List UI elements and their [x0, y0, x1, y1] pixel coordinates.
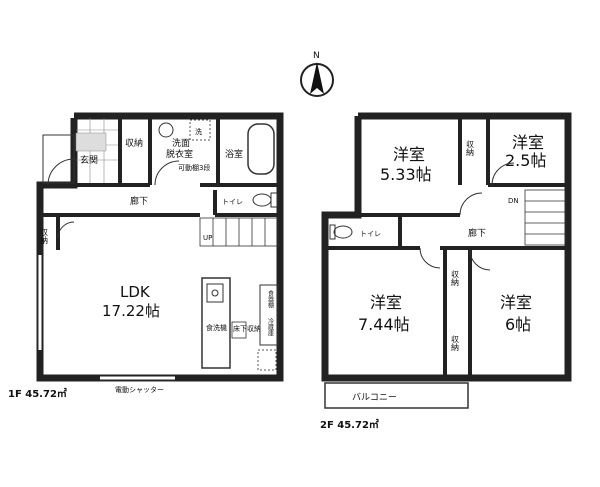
- genkan-label: 玄関: [80, 154, 98, 166]
- floor1-area-label: 1F 45.72㎡: [8, 387, 67, 400]
- room4-size-label: 6帖: [505, 315, 531, 334]
- ref-dotted-icon: [257, 349, 277, 371]
- sentaku-label: 洗: [195, 127, 202, 136]
- toilet-icon-1f: [252, 193, 272, 207]
- room4-door-swing: [469, 249, 491, 271]
- balcony-label: バルコニー: [352, 392, 397, 403]
- senmen-sink-icon: [158, 122, 174, 138]
- compass: N: [300, 51, 334, 97]
- f1-outer-wall: [36, 112, 284, 382]
- compass-north-label: N: [313, 51, 320, 61]
- room3-size-label: 7.44帖: [358, 315, 410, 334]
- shuno-c-label: 収納: [451, 334, 460, 352]
- toilet-label-1f: トイレ: [222, 198, 243, 206]
- floor-1: 玄関 収納 洗 洗面 脱衣室 可動棚3段 浴室 廊下 トイレ 収納: [8, 112, 284, 400]
- ldk-size-label: 17.22帖: [102, 302, 160, 320]
- kitchen-note-label: 床下収納: [233, 324, 261, 333]
- room1-size-label: 5.33帖: [380, 165, 432, 184]
- senmen-door-swing: [154, 160, 180, 186]
- kadoudana-label: 可動棚3段: [178, 163, 210, 172]
- floor-2: 洋室 5.33帖 収納 洋室 2.5帖 DN トイレ 廊下 洋室 7.44帖 収…: [320, 112, 572, 431]
- stairs-2f: [524, 189, 566, 246]
- room3-door-swing: [419, 247, 441, 269]
- rouka-label-1f: 廊下: [130, 195, 148, 207]
- bathtub-icon: [247, 123, 275, 175]
- yokushitsu-label: 浴室: [225, 148, 243, 160]
- room1-name-label: 洋室: [393, 145, 425, 164]
- shuno-a-label: 収納: [466, 139, 475, 157]
- room4-name-label: 洋室: [500, 293, 532, 312]
- senmen-label-1: 洗面: [172, 137, 190, 149]
- rouka-label-2f: 廊下: [468, 227, 486, 239]
- room3-name-label: 洋室: [370, 293, 402, 312]
- toilet-tank-1f: [270, 192, 278, 208]
- shuno-ldk-label: 収納: [40, 227, 49, 245]
- shutter-label: 電動シャッター: [115, 385, 164, 394]
- room1-door-swing: [459, 192, 483, 216]
- room2-name-label: 洋室: [512, 133, 544, 152]
- shuno-ldk-door: [57, 221, 75, 239]
- floor2-area-label: 2F 45.72㎡: [320, 418, 379, 431]
- room2-door-swing: [491, 162, 515, 186]
- ldk-name-label: LDK: [120, 283, 151, 301]
- shuno-entry-label: 収納: [125, 137, 143, 149]
- toilet-icon-2f: [333, 225, 353, 239]
- kitchen-sink-icon: [206, 283, 224, 303]
- shokusen-label: 食洗機: [206, 323, 227, 332]
- genkan-shoebox: [75, 132, 107, 152]
- up-label: UP: [203, 234, 212, 242]
- stairs-1f: [199, 217, 279, 247]
- shokki-label: 食器棚: [267, 289, 274, 309]
- yuka-shuno-box: [231, 321, 247, 339]
- shokki-cabinet: [259, 284, 279, 346]
- ref-label: 冷蔵庫: [267, 317, 274, 337]
- balcony: [324, 382, 469, 409]
- room2-size-label: 2.5帖: [505, 151, 546, 170]
- dn-label: DN: [508, 197, 519, 205]
- washer-icon: [189, 119, 211, 141]
- toilet-label-2f: トイレ: [360, 230, 381, 238]
- north-arrow-icon: [310, 62, 324, 94]
- senmen-label-2: 脱衣室: [166, 148, 193, 160]
- kitchen-counter: [201, 277, 231, 369]
- toilet-tank-2f: [329, 224, 336, 240]
- shuno-b-label: 収納: [451, 269, 460, 287]
- entry-door-swing: [47, 158, 75, 186]
- kitchen-faucet-icon: [211, 289, 219, 297]
